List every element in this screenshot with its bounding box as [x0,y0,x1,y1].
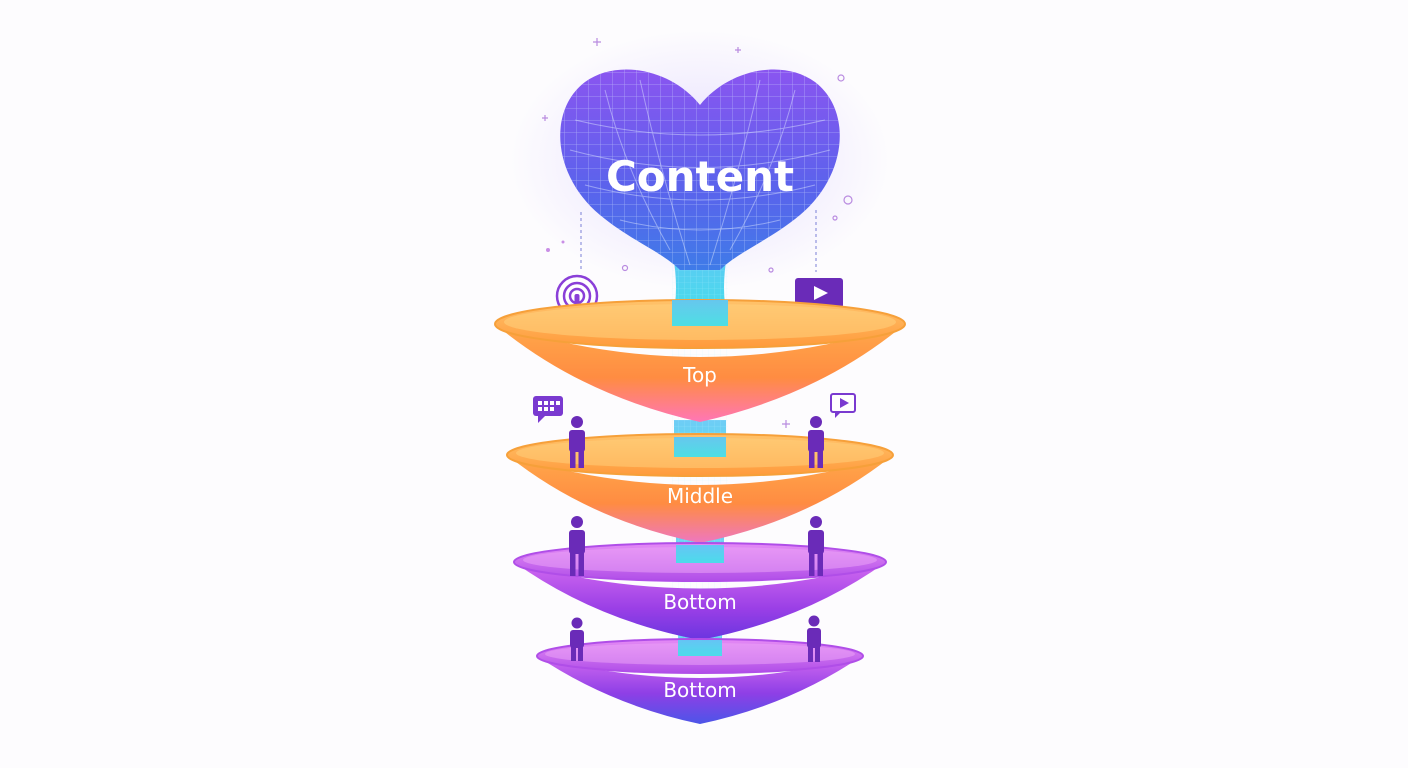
video-bubble-icon [830,393,856,418]
tier-label-bottom-1: Bottom [663,590,736,614]
funnel-tier-bottom-1: Bottom [513,542,887,640]
person-icon [808,416,824,468]
funnel-tier-middle: Middle [506,433,894,543]
person-icon [807,615,821,662]
funnel-tier-bottom-2: Bottom [536,638,864,724]
tier-label-bottom-2: Bottom [663,678,736,702]
person-icon [570,617,584,661]
person-icon [569,516,585,576]
content-heart: Content [560,69,840,270]
tier-label-top: Top [682,363,717,387]
connector-lines [580,210,817,272]
funnel-tier-top: Top [494,299,906,422]
heart-label: Content [606,152,794,201]
person-icon [808,516,824,576]
tier-label-middle: Middle [667,484,733,508]
sparkle-decorations [542,38,853,428]
person-icon [569,416,585,468]
video-play-icon [795,278,843,308]
people [569,416,824,662]
chat-bubble-icon [533,396,563,423]
